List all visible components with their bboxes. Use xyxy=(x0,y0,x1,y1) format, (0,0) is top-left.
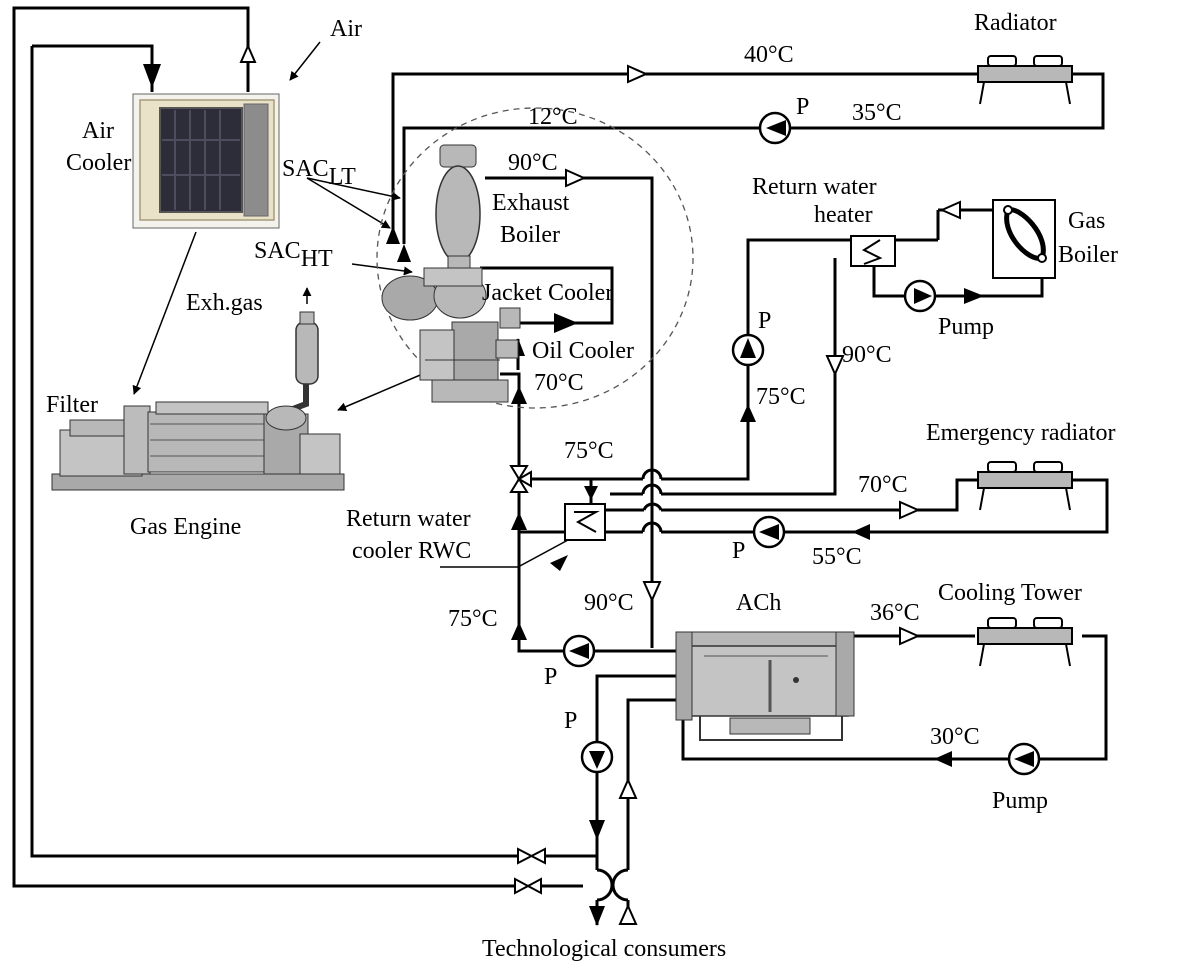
pump-heater xyxy=(733,335,763,365)
arrow-90-ach xyxy=(644,582,660,600)
temp-35: 35°C xyxy=(852,100,902,126)
label-pump-tower: Pump xyxy=(992,788,1048,814)
label-p-radiator: P xyxy=(796,94,809,120)
label-air: Air xyxy=(330,16,362,42)
label-rwh-1: Return water xyxy=(752,174,877,200)
temp-90-ach: 90°C xyxy=(584,590,634,616)
label-exhaust-2: Boiler xyxy=(500,222,560,248)
label-exhaust-1: Exhaust xyxy=(492,190,570,216)
label-rwh-2: heater xyxy=(814,202,873,228)
arrow-cons-down-2 xyxy=(589,906,605,926)
sac-lt-sub: LT xyxy=(329,164,356,190)
sac-lt-main: SAC xyxy=(282,156,329,182)
emergency-radiator xyxy=(978,462,1072,510)
label-p-consumers: P xyxy=(564,708,577,734)
arrow-rwc-in xyxy=(584,486,598,500)
label-filter: Filter xyxy=(46,392,98,418)
arrow-90-down xyxy=(827,356,843,374)
label-gas-engine: Gas Engine xyxy=(130,514,241,540)
temp-12: 12°C xyxy=(528,104,578,130)
label-jacket: Jacket Cooler xyxy=(482,280,613,306)
label-air-cooler-2: Cooler xyxy=(66,150,131,176)
label-air-cooler-1: Air xyxy=(82,118,114,144)
pump-consumers xyxy=(582,742,612,772)
arrow-riser-rwc xyxy=(511,512,527,530)
sac-ht-sub: HT xyxy=(301,246,333,272)
label-gas-boiler-2: Boiler xyxy=(1058,242,1118,268)
label-ach: ACh xyxy=(736,590,781,616)
arrow-rwc-out xyxy=(550,555,568,571)
valve-upper xyxy=(518,849,545,863)
three-way-valve xyxy=(511,466,531,492)
label-cooling-tower: Cooling Tower xyxy=(938,580,1082,606)
absorption-chiller xyxy=(676,632,854,740)
valve-lower xyxy=(515,879,541,893)
arrow-cons-up-2 xyxy=(620,906,636,924)
label-gas-boiler-1: Gas xyxy=(1068,208,1105,234)
valves xyxy=(511,466,545,893)
gas-boiler xyxy=(993,200,1055,278)
arrow-jacket xyxy=(554,313,578,333)
arrow-sac-lt xyxy=(386,226,400,244)
pump-tower xyxy=(1009,744,1039,774)
arrow-55 xyxy=(852,524,870,540)
temp-75-heater: 75°C xyxy=(756,384,806,410)
temp-36: 36°C xyxy=(870,600,920,626)
arrow-hot-riser xyxy=(511,386,527,404)
label-exh-gas: Exh.gas xyxy=(186,290,263,316)
arrow-boiler-back xyxy=(942,202,960,218)
arrow-40c xyxy=(628,66,646,82)
pump-boiler xyxy=(905,281,935,311)
radiator xyxy=(978,56,1072,104)
temp-75-left: 75°C xyxy=(448,606,498,632)
arrow-sac-ht xyxy=(397,244,411,262)
arrow-cons-up-1 xyxy=(620,780,636,798)
temp-70-emerg: 70°C xyxy=(858,472,908,498)
arrow-30 xyxy=(934,751,952,767)
cooling-tower xyxy=(978,618,1072,666)
temp-40: 40°C xyxy=(744,42,794,68)
return-water-heater xyxy=(851,236,895,266)
sac-ht-main: SAC xyxy=(254,238,301,264)
temp-30: 30°C xyxy=(930,724,980,750)
label-consumers: Technological consumers xyxy=(482,936,726,962)
temp-90-heater: 90°C xyxy=(842,342,892,368)
arrow-36 xyxy=(900,628,918,644)
arrow-cons-down-1 xyxy=(589,820,605,840)
arrow-air-out xyxy=(241,46,255,62)
label-pump-boiler: Pump xyxy=(938,314,994,340)
temp-75-mid: 75°C xyxy=(564,438,614,464)
label-oil: Oil Cooler xyxy=(532,338,634,364)
arrow-70-emerg xyxy=(900,502,918,518)
pump-radiator xyxy=(760,113,790,143)
arrow-air-in xyxy=(143,64,161,88)
air-cooler xyxy=(133,94,279,228)
pump-ach xyxy=(564,636,594,666)
label-rwc-1: Return water xyxy=(346,506,471,532)
label-p-emergency: P xyxy=(732,538,745,564)
label-radiator: Radiator xyxy=(974,10,1057,36)
arrow-riser-low xyxy=(511,622,527,640)
temp-70-engine: 70°C xyxy=(534,370,584,396)
arrow-heater-up xyxy=(740,404,756,422)
arrow-pump-boiler xyxy=(964,288,984,304)
label-emergency: Emergency radiator xyxy=(926,420,1115,446)
pump-emergency xyxy=(754,517,784,547)
label-p-ach: P xyxy=(544,664,557,690)
temp-90-exh: 90°C xyxy=(508,150,558,176)
arrow-exh-90 xyxy=(566,170,584,186)
temp-55: 55°C xyxy=(812,544,862,570)
label-p-heater: P xyxy=(758,308,771,334)
label-rwc-2: cooler RWC xyxy=(352,538,471,564)
return-water-cooler xyxy=(565,504,605,540)
label-sac-ht: SACHT xyxy=(254,238,333,272)
